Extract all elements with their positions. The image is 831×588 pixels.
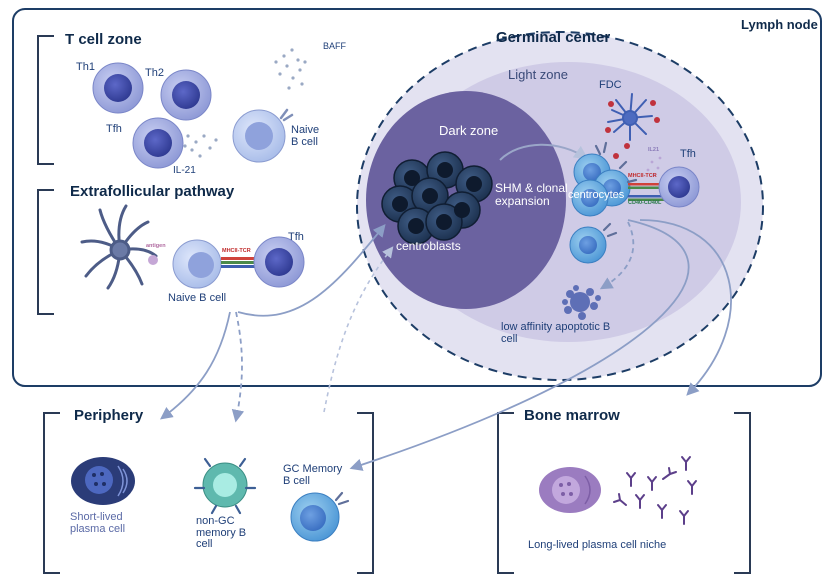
il21-gc-label: IL21 [648,147,660,153]
bone-marrow-label: Bone marrow [524,407,620,424]
th2-label: Th2 [145,67,164,79]
tfh-extra-cell [253,236,305,288]
non-gc-memory-b-cell [193,457,257,515]
light-zone-b-cell [569,222,618,264]
gc-memory-label: GC Memory B cell [283,463,343,487]
dark-to-light-arrow [499,143,589,161]
il21-dots [183,134,218,158]
periphery-bracket-right [357,412,374,574]
centrocytes-label: centrocytes [568,189,625,201]
arrow-to-apoptotic [599,221,635,290]
th1-label: Th1 [76,61,95,73]
arrow-extra-to-periphery [159,311,231,420]
bone-marrow-bracket-right [734,412,751,574]
il21-tzone-label: IL-21 [173,165,196,176]
fdc-cell [607,93,653,141]
fdc-label: FDC [599,79,622,91]
arrow-memory-to-dark [323,246,394,413]
antibodies [613,456,697,525]
lymph-node-frame [12,8,822,387]
antigen-dot [148,255,158,265]
long-lived-label: Long-lived plasma cell niche [528,539,667,551]
th1-cell [92,62,144,114]
mhc-tcr-extra-label: MHCII-TCR [222,248,251,254]
t-cell-zone-label: T cell zone [65,31,142,48]
shm-label: SHM & clonal expansion [495,181,568,208]
non-gc-memory-label: non-GC memory B cell [196,515,247,551]
periphery-label: Periphery [74,407,144,424]
baff-dots [274,48,307,90]
gc-memory-b-cell [290,491,350,542]
mhc-tcr-gc-label: MHCII-TCR [628,173,657,179]
tfh-tzone-label: Tfh [106,123,122,135]
naive-b-extra-cell [172,239,222,289]
dendritic-cell [80,204,158,290]
bone-marrow-bracket-left [497,412,514,574]
light-zone-label: Light zone [508,67,568,82]
tfh-gc-label: Tfh [680,148,696,160]
arrow-extra-to-nongc [231,311,245,423]
arrow-extra-to-dark [237,224,386,317]
baff-label: BAFF [323,41,347,51]
extrafollicular-label: Extrafollicular pathway [70,183,235,200]
tfh-gc-cell [658,166,700,208]
periphery-bracket-left [43,412,60,574]
naive-b-extra-label: Naive B cell [168,292,227,304]
centroblasts-label: centroblasts [396,239,461,253]
long-lived-plasma-cell [539,467,601,513]
low-affinity-label: low affinity apoptotic B cell [501,321,611,345]
antigen-label: antigen [146,243,166,249]
tfh-extra-label: Tfh [288,231,304,243]
tfh-tzone-cell [132,117,184,169]
extra-bracket [37,189,54,315]
short-lived-plasma-cell [71,457,135,505]
germinal-center-label: Germinal center [496,29,611,46]
lymph-node-label: Lymph node [741,17,818,32]
arrow-lz-to-bone-marrow [639,219,732,396]
centrocyte-cluster [571,141,638,217]
dark-zone-label: Dark zone [439,123,499,138]
mhc-tcr-bar-gc [628,183,664,201]
short-lived-label: Short-lived plasma cell [70,511,126,535]
th2-cell [160,69,212,121]
centroblast-cluster [381,151,493,245]
il21-gc-dots [646,156,662,177]
arrow-lz-to-gc-memory [349,219,690,471]
naive-b-tzone-label: Naive B cell [291,124,320,148]
cd40-label: CD40-CD40L [628,200,662,206]
naive-b-tzone-cell [232,108,294,163]
t-zone-bracket [37,35,54,165]
apoptotic-b-cell [562,285,601,320]
fdc-antigen-dots [589,100,660,163]
mhc-tcr-bar-extra [221,257,261,268]
